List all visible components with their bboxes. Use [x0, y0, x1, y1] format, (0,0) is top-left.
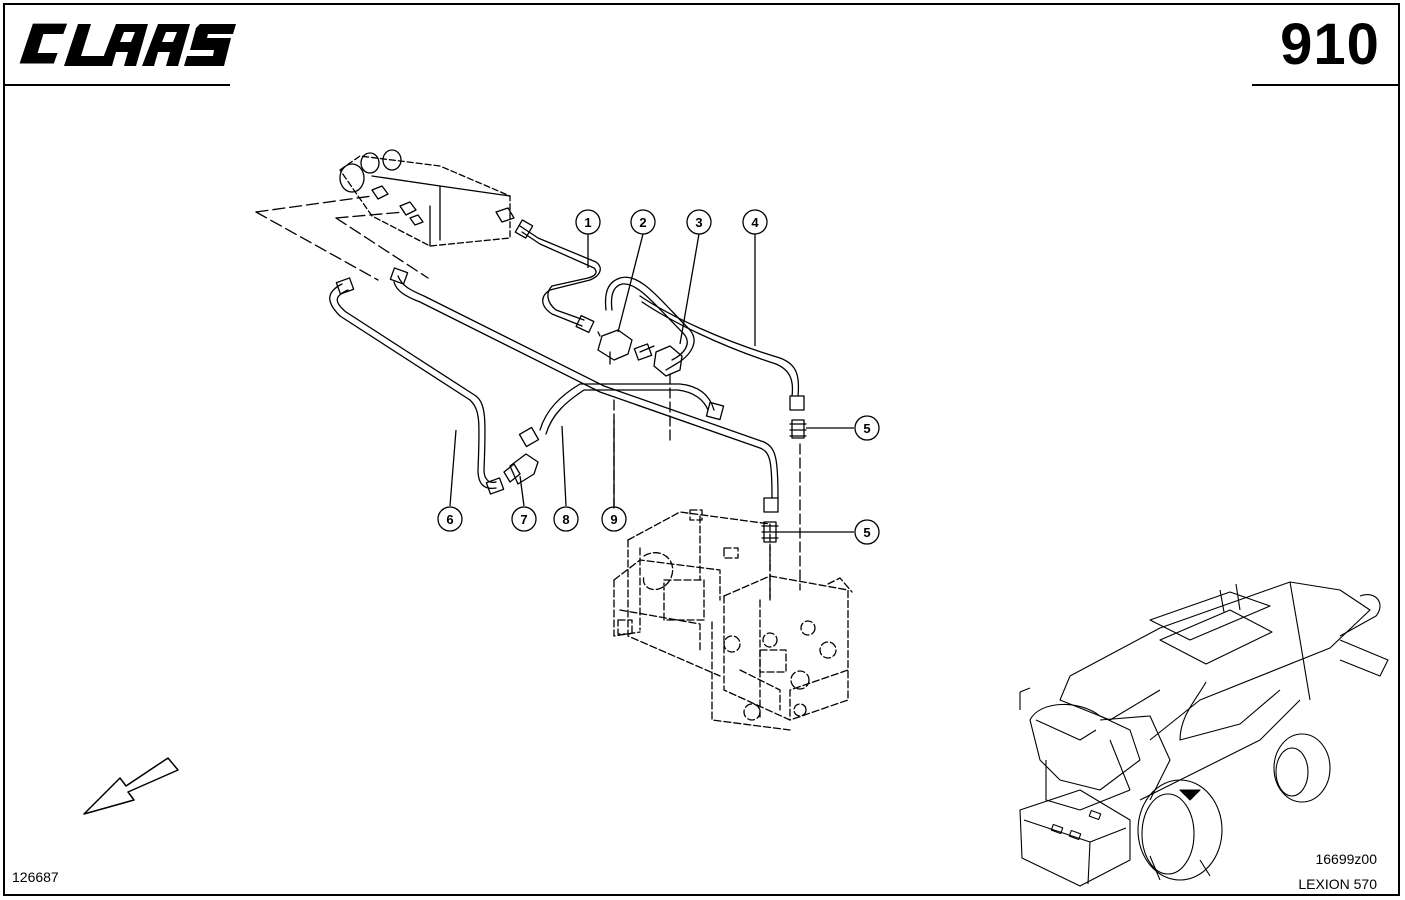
page-number-underline: [1252, 84, 1400, 86]
pipe-8: [518, 383, 725, 448]
callout-8: 8: [562, 512, 569, 527]
tee-fitting-2: [597, 329, 633, 365]
drawing-frame: [3, 3, 1400, 896]
callout-6: 6: [446, 512, 453, 527]
pipe-9: [389, 267, 779, 513]
callout-4: 4: [751, 215, 759, 230]
page-number: 910: [1280, 12, 1380, 77]
pipe-1: [514, 219, 601, 334]
control-valve-block: [339, 149, 515, 247]
callout-5-lower: 5: [863, 525, 870, 540]
callout-2: 2: [639, 215, 646, 230]
pipe-4: [639, 295, 805, 411]
callout-1: 1: [584, 215, 591, 230]
pipe-6: [329, 277, 505, 495]
document-number: 126687: [12, 869, 59, 885]
elbow-fitting-7: [503, 453, 539, 485]
logo-underline: [3, 84, 230, 86]
callout-7: 7: [520, 512, 527, 527]
combine-harvester-overview: [1019, 581, 1389, 887]
callout-3: 3: [695, 215, 702, 230]
image-code: 16699z00: [1315, 851, 1377, 867]
arrow-down-left-icon: [83, 757, 179, 815]
callout-5-upper: 5: [863, 421, 870, 436]
adapter-5-upper: [789, 419, 807, 439]
claas-logo: [19, 23, 236, 66]
model-name: LEXION 570: [1298, 876, 1377, 892]
pipe-3: [604, 276, 695, 377]
callout-9: 9: [610, 512, 617, 527]
hydraulic-pump-assembly: [613, 509, 853, 731]
